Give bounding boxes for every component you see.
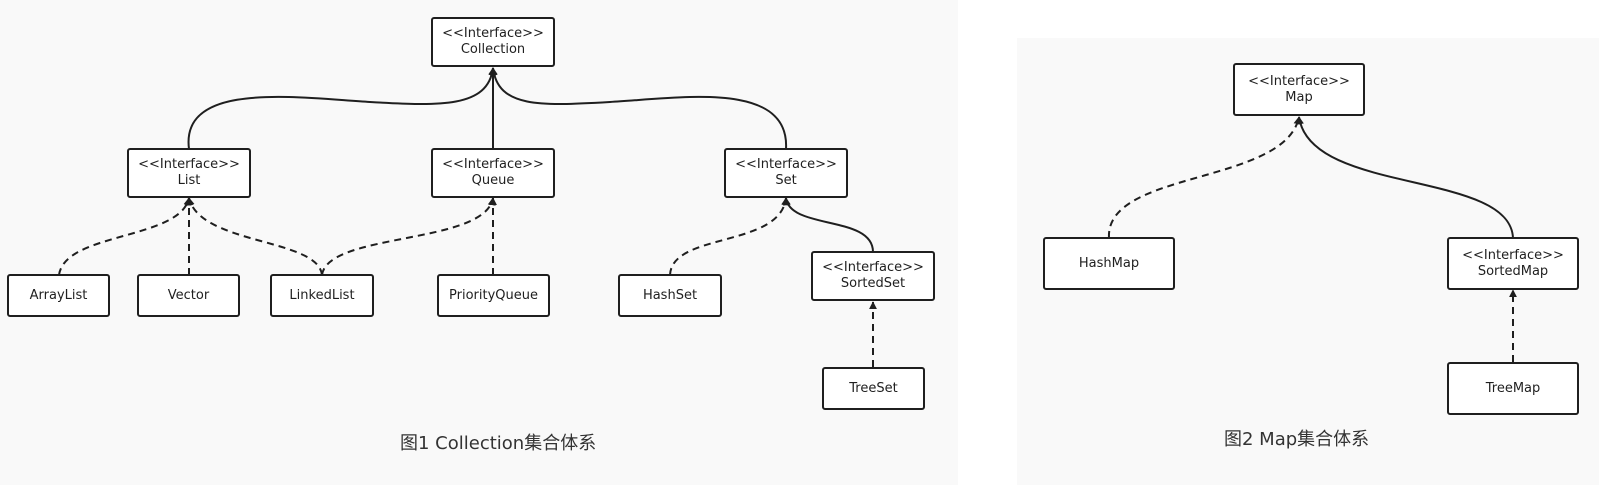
class-name: List	[177, 173, 201, 188]
figure2-caption: 图2 Map集合体系	[1224, 429, 1370, 450]
node-treemap: TreeMap	[1447, 362, 1579, 415]
stereotype-label: <<Interface>>	[735, 157, 837, 172]
class-name: ArrayList	[29, 287, 88, 303]
stereotype-label: <<Interface>>	[138, 157, 240, 172]
class-name: TreeMap	[1485, 380, 1541, 396]
stereotype-label: <<Interface>>	[442, 26, 544, 41]
node-collection: <<Interface>> Collection	[431, 17, 555, 67]
node-treeset: TreeSet	[822, 367, 925, 410]
figure1-caption: 图1 Collection集合体系	[400, 433, 597, 454]
class-name: Map	[1285, 89, 1313, 105]
node-hashset: HashSet	[618, 274, 722, 317]
node-sortedset: <<Interface>> SortedSet	[811, 251, 935, 301]
class-name: Vector	[167, 287, 210, 303]
collection-diagram-panel	[0, 0, 958, 485]
node-hashmap: HashMap	[1043, 237, 1175, 290]
node-arraylist: ArrayList	[7, 274, 110, 317]
class-name: TreeSet	[849, 380, 898, 396]
edge-linkedlist-queue	[321, 197, 496, 276]
node-linkedlist: LinkedList	[270, 274, 374, 317]
class-name: PriorityQueue	[449, 287, 538, 303]
node-set: <<Interface>> Set	[724, 148, 848, 198]
class-name: SortedSet	[840, 276, 906, 291]
stereotype-label: <<Interface>>	[822, 260, 924, 275]
node-queue: <<Interface>> Queue	[431, 148, 555, 198]
class-name: LinkedList	[289, 287, 355, 303]
node-vector: Vector	[137, 274, 240, 317]
edge-hashmap-map	[1107, 116, 1302, 239]
edge-list-collection	[187, 67, 497, 150]
edge-sortedmap-map	[1296, 116, 1514, 239]
stereotype-label: <<Interface>>	[442, 157, 544, 172]
node-priorityqueue: PriorityQueue	[437, 274, 550, 317]
edge-linkedlist-list	[186, 197, 323, 276]
node-map: <<Interface>> Map	[1233, 63, 1365, 116]
stereotype-label: <<Interface>>	[1248, 73, 1350, 89]
class-name: Queue	[471, 173, 515, 188]
class-name: Set	[775, 173, 797, 188]
class-name: Collection	[460, 42, 526, 57]
edge-set-collection	[489, 67, 788, 150]
node-list: <<Interface>> List	[127, 148, 251, 198]
stereotype-label: <<Interface>>	[1462, 247, 1564, 263]
class-name: HashMap	[1078, 255, 1140, 271]
edge-arraylist-list	[58, 197, 192, 276]
class-name: SortedMap	[1477, 263, 1549, 279]
node-sortedmap: <<Interface>> SortedMap	[1447, 237, 1579, 290]
edge-sortedset-set	[782, 197, 874, 253]
edge-hashset-set	[669, 197, 790, 276]
class-name: HashSet	[642, 287, 698, 303]
